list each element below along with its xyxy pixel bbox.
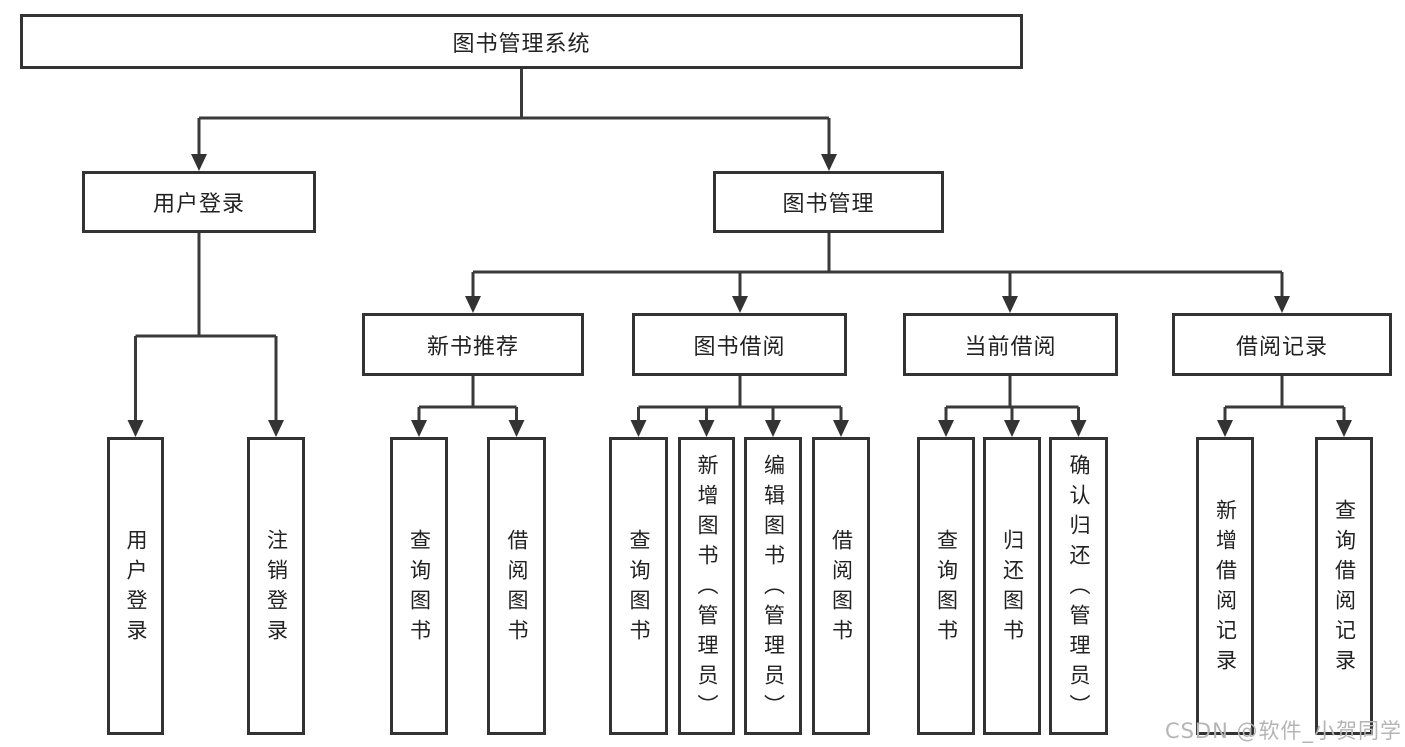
node-book-management: 图书管理: [713, 171, 944, 233]
csdn-watermark: CSDN @软件_小贺同学: [1164, 719, 1402, 743]
leaf-borrow-books: 借阅图书: [812, 437, 870, 735]
leaf-add-borrow-record: 新增借阅记录: [1196, 437, 1254, 735]
leaf-query-books-borrowing: 查询图书: [609, 437, 668, 735]
leaf-query-books-current: 查询图书: [917, 437, 975, 735]
leaf-add-books-admin: 新增图书（管理员）: [678, 437, 735, 735]
leaf-edit-books-admin: 编辑图书（管理员）: [744, 437, 802, 735]
leaf-user-login: 用户登录: [107, 437, 164, 735]
leaf-borrow-books-recommend: 借阅图书: [487, 437, 546, 735]
leaf-query-books-recommend: 查询图书: [390, 437, 448, 735]
node-borrowing-records: 借阅记录: [1172, 313, 1392, 376]
node-current-borrowing: 当前借阅: [903, 313, 1118, 376]
node-new-book-recommend: 新书推荐: [362, 313, 584, 376]
node-library-management-system: 图书管理系统: [20, 14, 1023, 69]
node-user-login: 用户登录: [82, 171, 316, 233]
leaf-confirm-return-admin: 确认归还（管理员）: [1049, 437, 1108, 735]
leaf-logout: 注销登录: [247, 437, 305, 735]
leaf-query-borrow-record: 查询借阅记录: [1315, 437, 1373, 735]
leaf-return-books: 归还图书: [983, 437, 1041, 735]
node-book-borrowing: 图书借阅: [632, 313, 847, 376]
